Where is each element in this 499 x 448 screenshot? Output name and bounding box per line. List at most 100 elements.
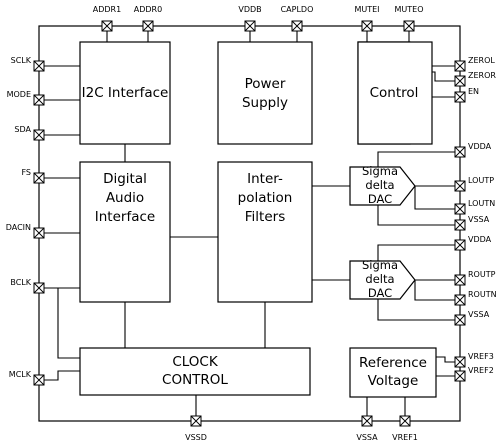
pin-label: MUTEO [395, 5, 424, 14]
pin-label: DACIN [6, 223, 31, 232]
pin-left-mode-1: MODE [7, 90, 45, 106]
pin-label: VREF1 [392, 433, 418, 442]
dac-left-label-1: Sigma [362, 164, 398, 178]
reference-voltage-label-2: Voltage [368, 373, 419, 389]
pin-bottom-vssd-0: VSSD [185, 415, 207, 442]
pin-right-vdda-7: VDDA [454, 235, 492, 251]
pin-label: ADDR0 [134, 5, 162, 14]
pin-label: MODE [7, 90, 31, 99]
i2c-interface-block [79, 41, 171, 145]
i2c-interface-label: I2C Interface [82, 85, 169, 101]
pin-label: ADDR1 [93, 5, 121, 14]
pin-top-vddb-2: VDDB [238, 5, 262, 32]
pin-right-routp-8: ROUTP [454, 270, 496, 286]
pin-cross [454, 356, 466, 368]
pin-right-zeror-1: ZEROR [454, 71, 496, 87]
pin-right-routn-9: ROUTN [454, 290, 497, 306]
pin-top-mutei-4: MUTEI [354, 5, 380, 32]
pin-label: MCLK [9, 370, 32, 379]
pin-left-bclk-5: BCLK [10, 278, 45, 294]
pin-right-vssa-6: VSSA [454, 215, 490, 231]
pin-cross [291, 20, 303, 32]
pin-label: EN [468, 87, 479, 96]
pin-left-fs-3: FS [21, 168, 45, 184]
pin-label: MUTEI [354, 5, 379, 14]
pin-label: ZEROR [468, 71, 496, 80]
reference-voltage-block [349, 347, 437, 398]
pin-left-sclk-0: SCLK [11, 56, 45, 72]
clock-control-label-1: CLOCK [172, 354, 219, 370]
pin-label: VSSD [185, 433, 207, 442]
pin-cross [190, 415, 202, 427]
pin-label: FS [21, 168, 31, 177]
pin-top-capldo-3: CAPLDO [281, 5, 314, 32]
clock-control-label-2: CONTROL [162, 372, 228, 388]
pin-cross [454, 60, 466, 72]
pin-top-addr1-0: ADDR1 [93, 5, 121, 32]
pin-cross [361, 20, 373, 32]
power-supply-label-2: Supply [242, 95, 288, 111]
pin-cross [33, 227, 45, 239]
pin-label: SDA [14, 125, 31, 134]
pin-right-loutn-5: LOUTN [454, 199, 495, 215]
pin-label: VSSA [468, 215, 490, 224]
pin-right-zerol-0: ZEROL [454, 56, 495, 72]
filters-label-2: polation [238, 190, 293, 206]
pin-label: LOUTP [468, 176, 494, 185]
pin-cross [454, 370, 466, 382]
dac-right-label-2: delta [365, 272, 394, 286]
interpolation-filters-block [217, 161, 313, 303]
power-supply-label-1: Power [245, 76, 286, 92]
pin-layer: ADDR1 ADDR0 VDDB CAPLDO MUTEI MUTEO SCLK MODE SD… [6, 5, 497, 442]
pin-label: BCLK [10, 278, 31, 287]
pin-label: VDDB [238, 5, 261, 14]
pin-right-loutp-4: LOUTP [454, 176, 494, 192]
sigma-delta-dac-right [349, 260, 416, 300]
pin-cross [454, 91, 466, 103]
reference-voltage-label-1: Reference [359, 355, 427, 371]
pin-cross [454, 314, 466, 326]
control-label: Control [370, 85, 419, 101]
dai-label-2: Audio [106, 190, 144, 206]
digital-audio-interface-block [79, 161, 171, 303]
filters-label-1: Inter- [247, 171, 283, 187]
dac-left-label-2: delta [365, 178, 394, 192]
pin-cross [33, 282, 45, 294]
pin-cross [33, 172, 45, 184]
pin-cross [361, 415, 373, 427]
pin-left-sda-2: SDA [14, 125, 45, 141]
pin-top-addr0-1: ADDR0 [134, 5, 162, 32]
pin-cross [454, 180, 466, 192]
wiring [39, 26, 460, 421]
pin-cross [454, 239, 466, 251]
pin-right-vssa-10: VSSA [454, 310, 490, 326]
dai-label-1: Digital [103, 171, 147, 187]
pin-cross [403, 20, 415, 32]
pin-label: VREF3 [468, 352, 494, 361]
pin-label: VREF2 [468, 366, 494, 375]
pin-cross [33, 374, 45, 386]
pin-cross [454, 146, 466, 158]
pin-cross [454, 219, 466, 231]
control-block-body [357, 41, 433, 145]
pin-right-en-2: EN [454, 87, 479, 103]
pin-cross [33, 60, 45, 72]
pin-cross [454, 203, 466, 215]
filters-label-3: Filters [245, 209, 285, 225]
pin-cross [454, 274, 466, 286]
pin-label: SCLK [11, 56, 32, 65]
pin-cross [244, 20, 256, 32]
pin-bottom-vssa-1: VSSA [356, 415, 378, 442]
dac-left-label-3: DAC [368, 192, 392, 206]
pin-label: CAPLDO [281, 5, 314, 14]
pin-cross [399, 415, 411, 427]
pin-cross [33, 94, 45, 106]
pin-label: ROUTP [468, 270, 496, 279]
pin-label: ROUTN [468, 290, 497, 299]
dac-right-label-1: Sigma [362, 258, 398, 272]
pin-label: ZEROL [468, 56, 495, 65]
pin-label: VSSA [468, 310, 490, 319]
power-supply-block [217, 41, 313, 145]
pin-label: VDDA [468, 235, 492, 244]
